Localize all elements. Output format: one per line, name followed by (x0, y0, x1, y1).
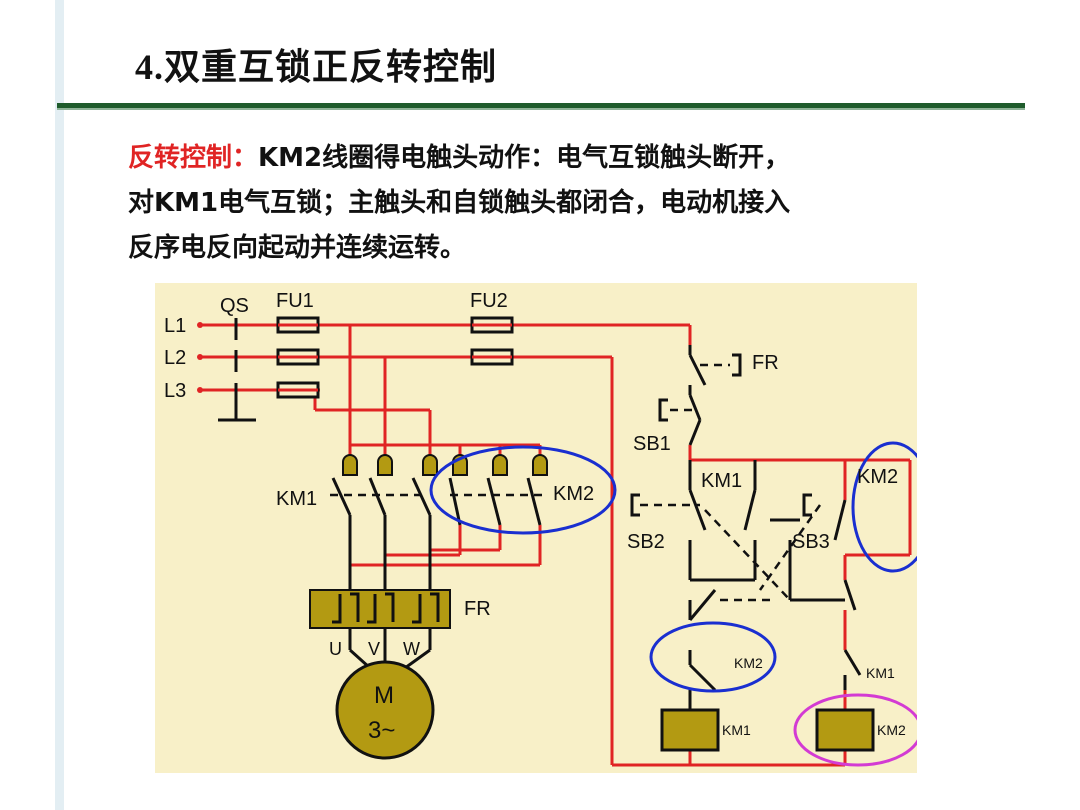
pushbutton-heads (630, 353, 812, 517)
label-km1-coil: KM1 (722, 722, 751, 738)
thermal-relay-heater (309, 589, 451, 629)
description-line-1: 反转控制：KM2线圈得电触头动作：电气互锁触头断开， (128, 136, 988, 181)
label-l1: L1 (164, 315, 186, 337)
label-km2-coil: KM2 (877, 722, 906, 738)
km2-coil (815, 708, 875, 752)
km2-interlock-highlight (649, 621, 777, 693)
label-km2-interlock: KM2 (734, 655, 763, 671)
km2-coil-highlight (793, 693, 917, 767)
label-km1-main: KM1 (276, 488, 317, 510)
km2-main-contacts-highlight (429, 445, 617, 535)
description-line-2: 对KM1电气互锁；主触头和自锁触头都闭合，电动机接入 (128, 188, 791, 218)
slide-left-bar (55, 0, 64, 810)
label-u: U (329, 639, 342, 659)
label-qs: QS (220, 295, 249, 317)
title-underline (57, 103, 1025, 108)
red-wiring (200, 323, 912, 767)
fuse-inner-lines (278, 323, 512, 392)
circuit-diagram: QS FU1 FU2 L1 L2 L3 KM1 KM2 FR U V W M 3… (155, 283, 917, 773)
title-underline-shadow (57, 108, 1025, 110)
description-line-1-text: KM2线圈得电触头动作：电气互锁触头断开， (258, 143, 791, 173)
label-fr-heater: FR (464, 598, 491, 620)
label-w: W (403, 639, 420, 659)
label-sb1: SB1 (633, 433, 671, 455)
label-l3: L3 (164, 380, 186, 402)
label-motor-m: M (374, 682, 394, 709)
contact-arc-symbols (342, 454, 548, 476)
label-fu2: FU2 (470, 290, 508, 312)
label-km2-main: KM2 (553, 483, 594, 505)
km2-selflock-highlight (851, 441, 917, 573)
description-line-3: 反序电反向起动并连续运转。 (128, 233, 467, 263)
label-l2: L2 (164, 347, 186, 369)
mechanical-links (330, 363, 845, 602)
highlight-rings (429, 441, 917, 767)
km1-coil (660, 708, 720, 752)
label-km2-selflock: KM2 (857, 466, 898, 488)
label-v: V (368, 639, 380, 659)
label-sb2: SB2 (627, 531, 665, 553)
label-fr-contact: FR (752, 352, 779, 374)
motor (335, 660, 435, 760)
diagram-labels: QS FU1 FU2 L1 L2 L3 KM1 KM2 FR U V W M 3… (164, 290, 906, 744)
line-terminals (197, 322, 203, 393)
label-fu1: FU1 (276, 290, 314, 312)
description-label: 反转控制： (128, 143, 259, 173)
label-km1-interlock: KM1 (866, 665, 895, 681)
label-motor-3: 3~ (368, 717, 395, 744)
label-km1-selflock: KM1 (701, 470, 742, 492)
description-text: 反转控制：KM2线圈得电触头动作：电气互锁触头断开， 对KM1电气互锁；主触头和… (128, 136, 988, 271)
slide-title: 4.双重互锁正反转控制 (135, 47, 498, 87)
label-sb3: SB3 (792, 531, 830, 553)
